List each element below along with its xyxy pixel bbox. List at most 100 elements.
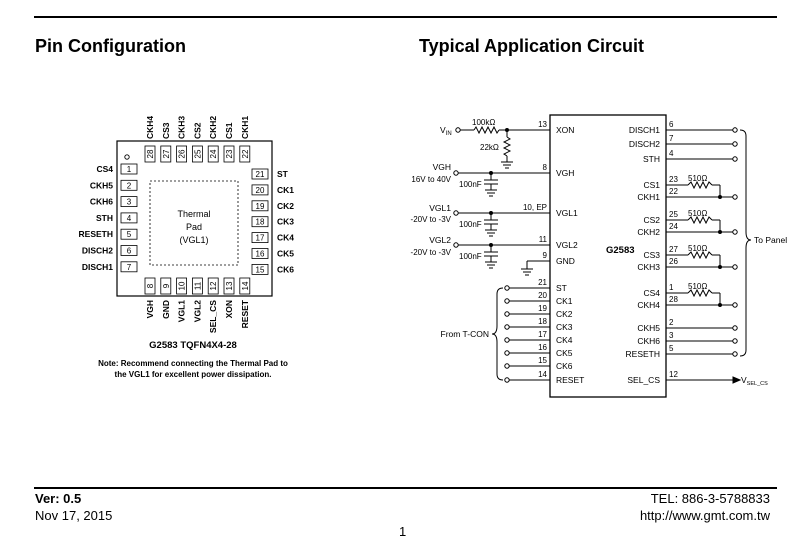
package-pin-pad — [176, 277, 188, 295]
package-pin-name: VGH — [145, 300, 155, 318]
chip-pin-name: VGL1 — [556, 208, 578, 218]
terminal — [504, 298, 510, 304]
package-pin-name: CK5 — [277, 249, 294, 259]
chip-pin-number: 8 — [543, 163, 548, 172]
package-pin-name: CS3 — [161, 122, 171, 139]
package-pin-number: 5 — [127, 230, 132, 239]
terminal — [732, 127, 738, 133]
chip-pin-number: 2 — [669, 318, 674, 327]
sel-cs-arrow — [732, 376, 742, 384]
package-pin-number: 27 — [162, 149, 171, 158]
to-panel-label: To Panel — [754, 235, 787, 245]
package-pin-name: CKH6 — [90, 197, 113, 207]
package-pin-number: 22 — [241, 149, 250, 158]
chip-pin-number: 15 — [538, 356, 547, 365]
chip-pin-number: 4 — [669, 149, 674, 158]
terminal — [732, 264, 738, 270]
package-pin-name: CS2 — [192, 122, 202, 139]
package-pin-number: 28 — [146, 149, 155, 158]
package-pin-number: 14 — [241, 281, 250, 290]
chip-pin-number: 20 — [538, 291, 547, 300]
package-pin-number: 12 — [209, 281, 218, 290]
package-pin-pad — [120, 261, 138, 273]
from-tcon-label: From T-CON — [441, 329, 489, 339]
package-pin-pad — [120, 245, 138, 256]
junction — [718, 195, 722, 199]
junction — [718, 303, 722, 307]
package-pin-name: CKH4 — [145, 116, 155, 139]
package-pin-name: ST — [277, 169, 289, 179]
cap-vgl1: 100nF — [459, 220, 482, 229]
r510-label: 510Ω — [688, 282, 707, 291]
terminal — [504, 363, 510, 369]
package-pin-pad — [120, 163, 138, 175]
chip-pin-name: CK6 — [556, 361, 573, 371]
package-pin-name: DISCH2 — [82, 246, 113, 256]
package-pin-name: CK2 — [277, 201, 294, 211]
r100k-label: 100kΩ — [472, 118, 495, 127]
package-pin-number: 23 — [225, 149, 234, 158]
package-pin-pad — [223, 277, 235, 295]
package-pin-name: RESET — [240, 299, 250, 328]
chip-pin-number: 14 — [538, 370, 547, 379]
chip-pin-number: 23 — [669, 175, 678, 184]
chip-pin-name: XON — [556, 125, 574, 135]
vgl2-range: -20V to -3V — [411, 248, 452, 257]
package-pin-number: 24 — [209, 149, 218, 158]
package-pin-pad — [176, 145, 188, 163]
package-pin-number: 18 — [256, 218, 265, 227]
chip-pin-number: 28 — [669, 295, 678, 304]
package-pins: 1CS42CKH53CKH64STH5RESETH6DISCH27DISCH12… — [79, 116, 295, 333]
package-pin-name: GND — [161, 300, 171, 319]
chip-pin-name: CKH5 — [637, 323, 660, 333]
package-pin-name: CK1 — [277, 185, 294, 195]
website-link[interactable]: http://www.gmt.com.tw — [639, 508, 770, 523]
package-note-2: the VGL1 for excellent power dissipation… — [115, 370, 272, 379]
package-pin-number: 3 — [127, 198, 132, 207]
chip-pin-name: RESETH — [626, 349, 660, 359]
package-pin-name: RESETH — [79, 229, 113, 239]
chip-pin-number: 1 — [669, 283, 674, 292]
terminal — [504, 350, 510, 356]
package-pin-pad — [120, 196, 138, 208]
package-pin-pad — [120, 228, 138, 240]
terminal — [504, 311, 510, 317]
package-pin-number: 7 — [127, 263, 132, 272]
package-pin-number: 13 — [225, 281, 234, 290]
top-rule — [34, 16, 777, 18]
chip-name: G2583 — [606, 245, 635, 256]
package-pin-name: CKH3 — [177, 116, 187, 139]
chip-pin-name: CK2 — [556, 309, 573, 319]
thermal-pad-label-2: Pad — [186, 222, 202, 232]
bottom-rule — [34, 487, 777, 489]
chip-pin-name: VGH — [556, 168, 574, 178]
package-pin-pad — [160, 277, 172, 295]
package-pin-number: 6 — [127, 247, 132, 256]
package-pin-name: VGL1 — [177, 300, 187, 322]
vgl2-label: VGL2 — [429, 235, 451, 245]
package-pin-pad — [191, 145, 203, 163]
page-number: 1 — [399, 524, 407, 539]
terminal — [732, 194, 738, 200]
terminal — [732, 156, 738, 162]
package-pin-pad — [251, 216, 269, 228]
package-pin-number: 19 — [256, 202, 265, 211]
chip-pin-name: DISCH1 — [629, 125, 660, 135]
tcon-input-wires — [504, 285, 550, 383]
vin-label: VIN — [440, 125, 452, 137]
date-label: Nov 17, 2015 — [35, 508, 113, 523]
vgh-range: 16V to 40V — [411, 175, 451, 184]
package-pin-pad — [120, 212, 138, 224]
chip-pin-number: 25 — [669, 210, 678, 219]
package-pin-pad — [160, 145, 172, 163]
package-pin-name: SEL_CS — [208, 300, 218, 333]
chip-pin-name: SEL_CS — [627, 375, 660, 385]
chip-pin-number: 26 — [669, 257, 678, 266]
package-pin-name: CK3 — [277, 217, 294, 227]
package-pin-pad — [251, 232, 269, 244]
application-circuit — [453, 114, 752, 398]
package-pin-name: XON — [224, 300, 234, 318]
pin-configuration-title: Pin Configuration — [35, 36, 186, 56]
